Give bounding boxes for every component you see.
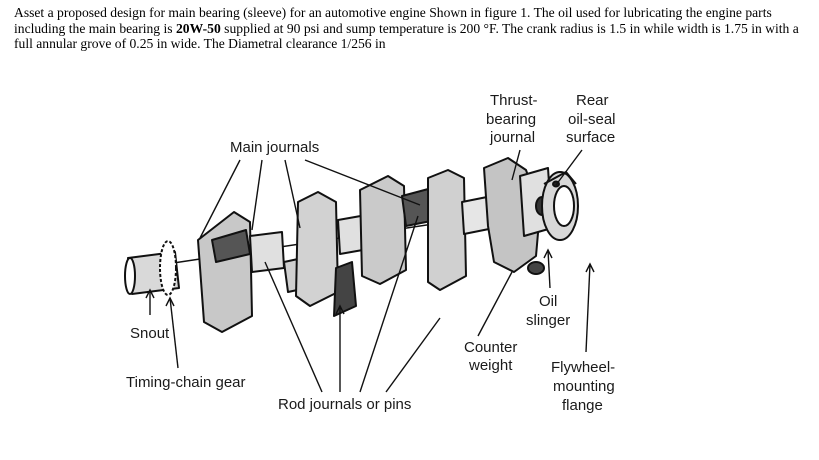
leader-lines — [145, 149, 595, 393]
label-flywheel-2: mounting — [553, 378, 615, 395]
label-oil-2: slinger — [526, 312, 570, 329]
label-timing-chain-gear: Timing-chain gear — [126, 374, 246, 391]
oil-grade: 20W-50 — [175, 20, 221, 36]
figure-labels: Main journals Thrust- bearing journal Re… — [126, 92, 616, 414]
label-rear-3: surface — [566, 129, 615, 146]
label-rear-1: Rear — [576, 92, 609, 109]
crankshaft-drawing — [124, 157, 579, 333]
label-rod-journals: Rod journals or pins — [278, 396, 411, 413]
label-oil-1: Oil — [539, 293, 557, 310]
problem-text-part-1: Asset a proposed design for main bearing… — [14, 5, 772, 36]
timing-gear — [159, 240, 177, 296]
problem-statement: Asset a proposed design for main bearing… — [14, 5, 809, 52]
label-main-journals: Main journals — [230, 139, 319, 156]
problem-text-part-2: supplied at 90 psi and sump temperature … — [14, 20, 799, 52]
label-thrust-3: journal — [489, 129, 535, 146]
label-flywheel-3: flange — [562, 397, 603, 414]
label-thrust-1: Thrust- — [490, 92, 538, 109]
label-counter-1: Counter — [464, 339, 517, 356]
label-rear-2: oil-seal — [568, 111, 616, 128]
label-flywheel-1: Flywheel- — [551, 359, 615, 376]
label-counter-2: weight — [468, 357, 513, 374]
label-thrust-2: bearing — [486, 111, 536, 128]
label-snout: Snout — [130, 325, 170, 342]
